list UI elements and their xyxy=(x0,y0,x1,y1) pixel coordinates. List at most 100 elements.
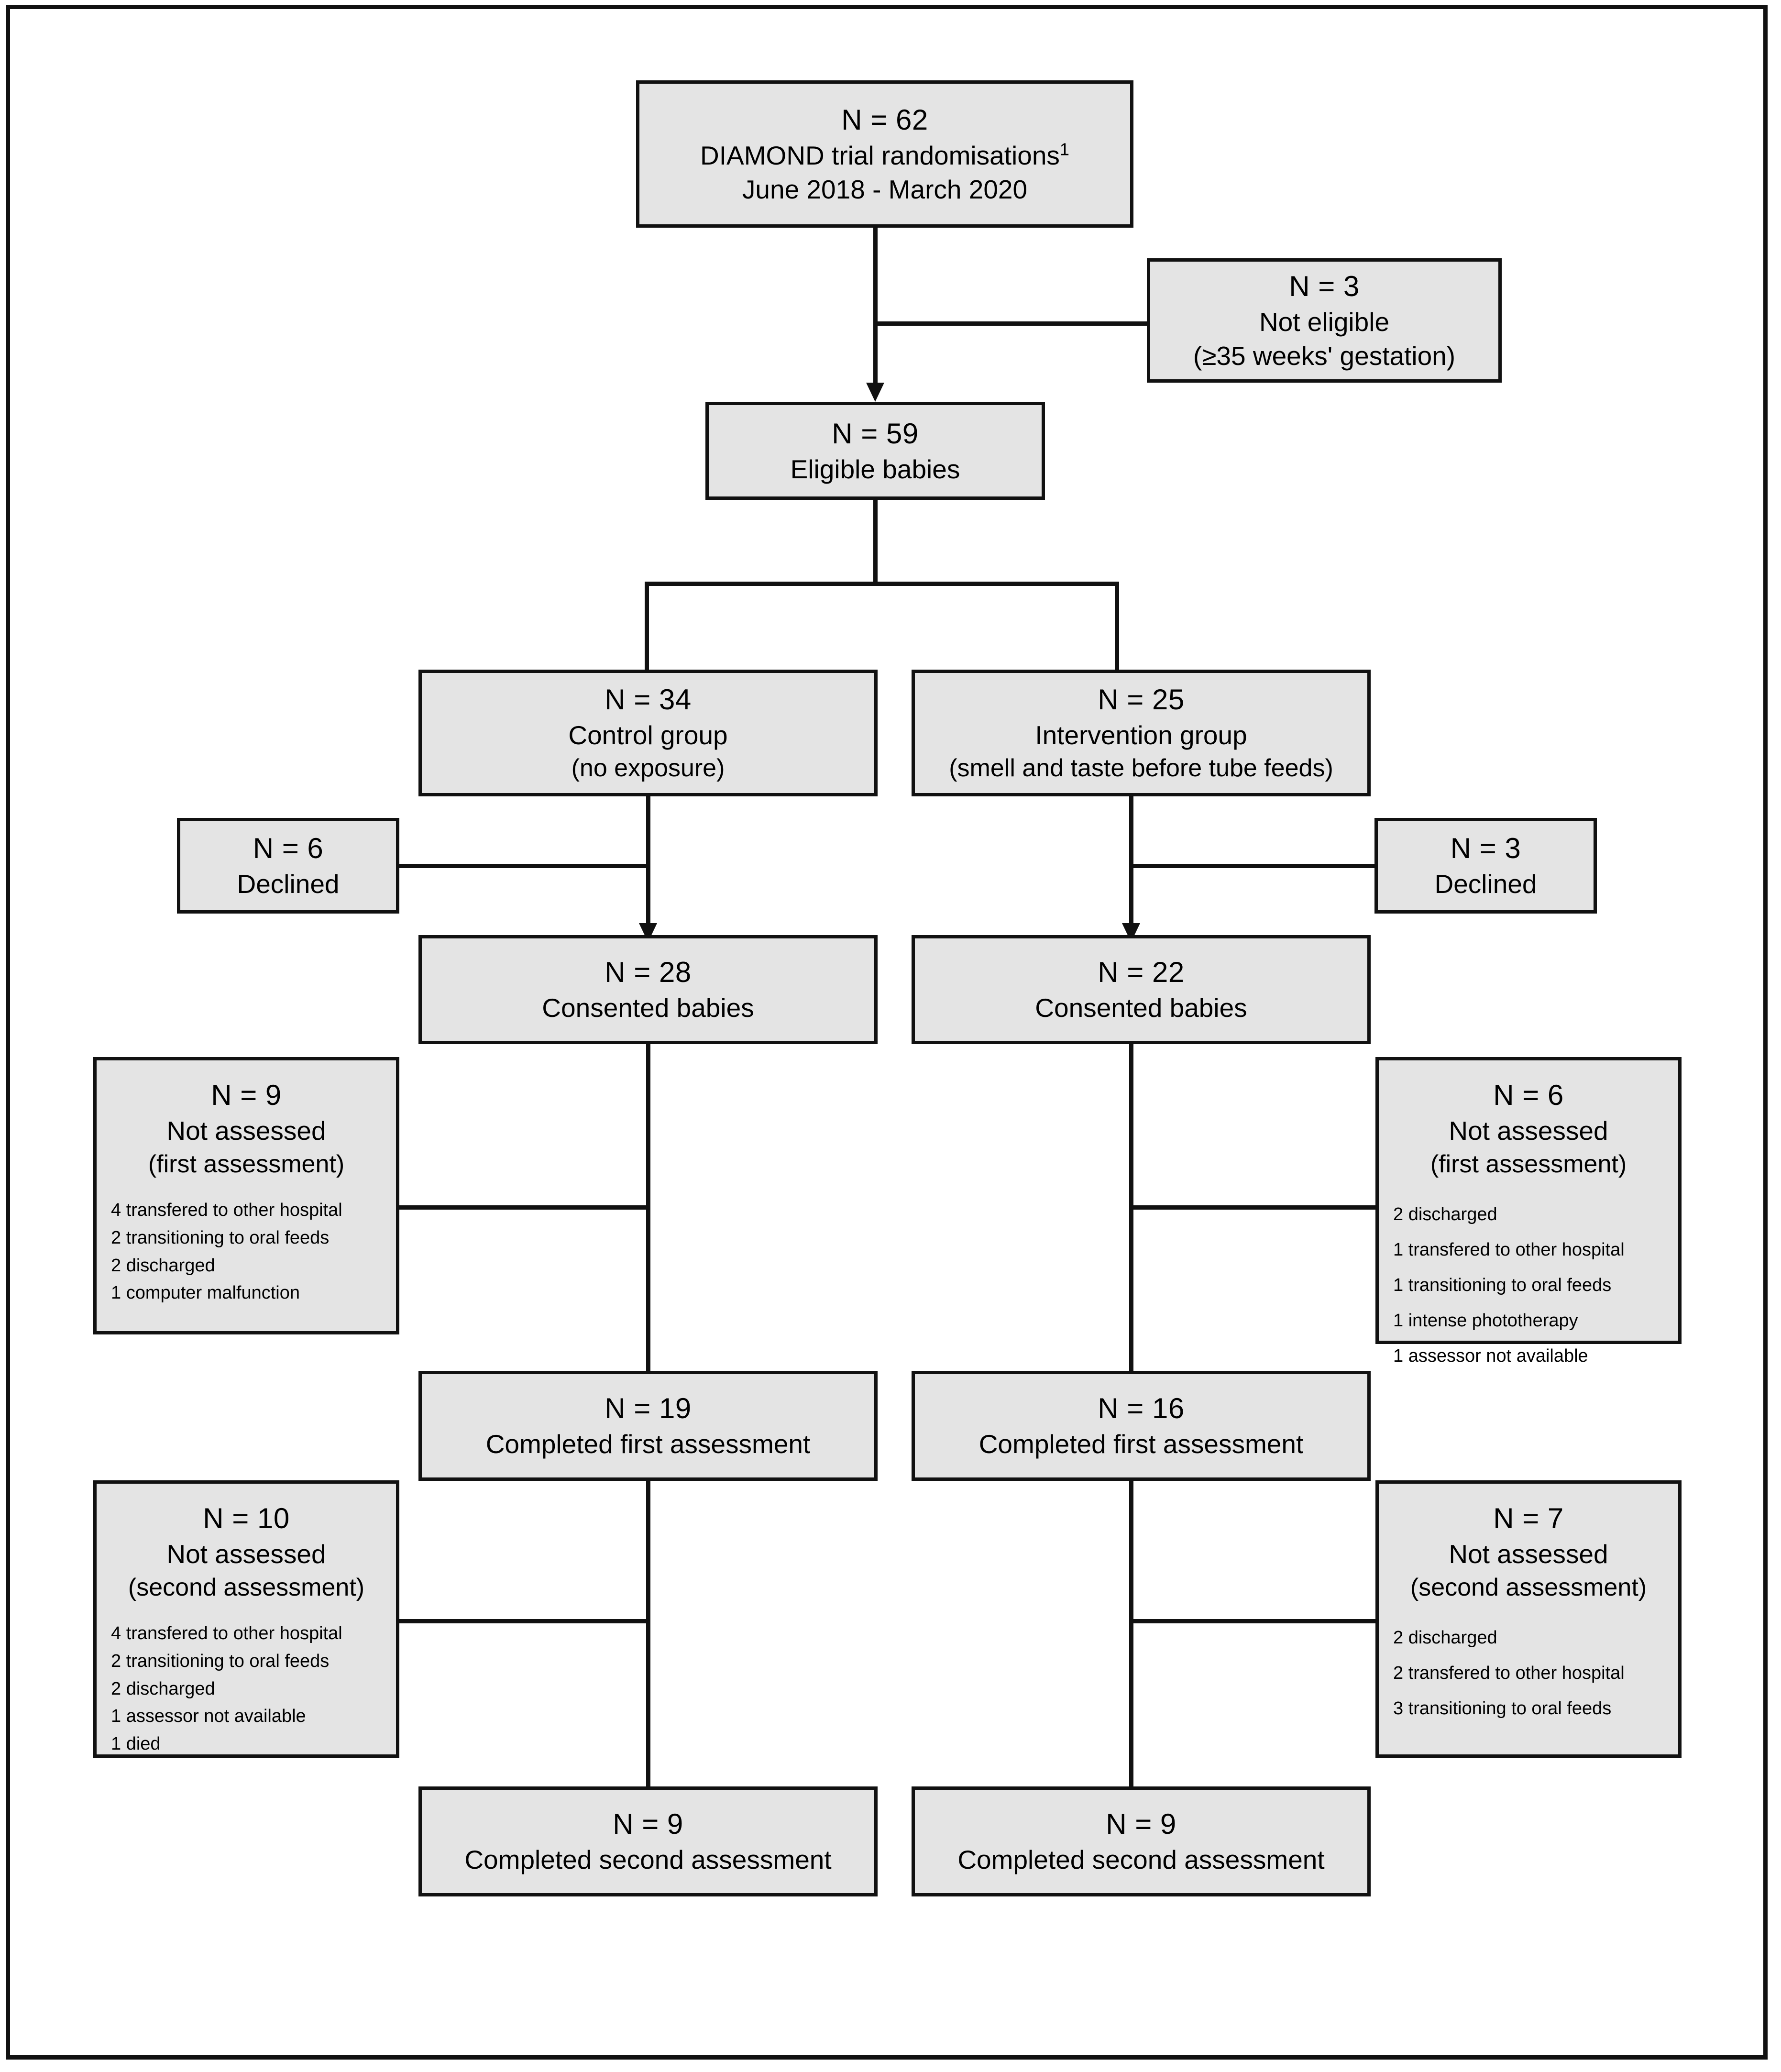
control-not-assessed-first-label: Not assessed xyxy=(166,1116,326,1146)
connector-eligible-split xyxy=(645,582,1119,586)
not-eligible-label: Not eligible xyxy=(1259,307,1390,337)
control-declined-label: Declined xyxy=(237,869,340,899)
reason-item: 2 discharged xyxy=(1393,1204,1497,1225)
reason-item: 1 assessor not available xyxy=(1393,1346,1588,1367)
control-group-label: Control group xyxy=(568,720,728,750)
randomised-dates: June 2018 - March 2020 xyxy=(742,175,1028,204)
reason-item: 3 transitioning to oral feeds xyxy=(1393,1698,1612,1719)
reason-item: 4 transfered to other hospital xyxy=(111,1200,342,1221)
reason-item: 1 transitioning to oral feeds xyxy=(1393,1275,1612,1296)
connector-intervention-not-assessed-first xyxy=(1132,1205,1377,1210)
connector-control-first-to-second xyxy=(646,1481,650,1806)
node-randomised: N = 62 DIAMOND trial randomisations1 Jun… xyxy=(636,80,1133,228)
node-control-completed-first: N = 19 Completed first assessment xyxy=(418,1371,878,1481)
control-not-assessed-first-header: N = 9 Not assessed (first assessment) xyxy=(97,1077,396,1180)
reason-item: 1 intense phototherapy xyxy=(1393,1311,1578,1331)
connector-control-not-assessed-first xyxy=(399,1205,648,1210)
connector-control-consented-to-first xyxy=(646,1044,650,1391)
connector-control-group-to-consented xyxy=(646,796,650,937)
connector-split-left xyxy=(645,582,649,706)
reason-item: 2 discharged xyxy=(111,1678,215,1699)
intervention-not-assessed-second-reasons: 2 discharged 2 transfered to other hospi… xyxy=(1379,1620,1678,1726)
control-group-detail: (no exposure) xyxy=(571,754,725,783)
node-intervention-completed-first: N = 16 Completed first assessment xyxy=(912,1371,1371,1481)
intervention-completed-first-label: Completed first assessment xyxy=(978,1429,1304,1459)
connector-to-not-eligible xyxy=(875,321,1150,326)
control-completed-first-count: N = 19 xyxy=(605,1392,692,1425)
connector-randomised-to-eligible xyxy=(873,228,878,396)
node-control-group: N = 34 Control group (no exposure) xyxy=(418,670,878,796)
node-intervention-not-assessed-second: N = 7 Not assessed (second assessment) 2… xyxy=(1375,1480,1682,1758)
intervention-group-label: Intervention group xyxy=(1035,720,1247,750)
intervention-completed-second-count: N = 9 xyxy=(1106,1808,1176,1841)
intervention-declined-label: Declined xyxy=(1434,869,1537,899)
figure-border xyxy=(6,5,1768,2060)
node-eligible: N = 59 Eligible babies xyxy=(705,402,1045,500)
node-control-not-assessed-first: N = 9 Not assessed (first assessment) 4 … xyxy=(93,1057,399,1334)
connector-intervention-group-to-consented xyxy=(1129,796,1133,937)
node-intervention-declined: N = 3 Declined xyxy=(1374,818,1597,914)
connector-intervention-not-assessed-second xyxy=(1132,1619,1377,1623)
eligible-count: N = 59 xyxy=(832,417,919,450)
intervention-not-assessed-second-count: N = 7 xyxy=(1493,1502,1564,1534)
node-not-eligible: N = 3 Not eligible (≥35 weeks' gestation… xyxy=(1147,258,1502,383)
node-intervention-consented: N = 22 Consented babies xyxy=(912,935,1371,1044)
node-intervention-group: N = 25 Intervention group (smell and tas… xyxy=(912,670,1371,796)
node-control-declined: N = 6 Declined xyxy=(177,818,399,914)
intervention-declined-count: N = 3 xyxy=(1450,832,1521,865)
intervention-consented-count: N = 22 xyxy=(1098,956,1185,989)
reason-item: 2 transitioning to oral feeds xyxy=(111,1651,330,1671)
intervention-not-assessed-second-header: N = 7 Not assessed (second assessment) xyxy=(1379,1500,1678,1604)
control-consented-label: Consented babies xyxy=(542,993,754,1023)
node-intervention-completed-second: N = 9 Completed second assessment xyxy=(912,1786,1371,1896)
node-control-completed-second: N = 9 Completed second assessment xyxy=(418,1786,878,1896)
control-not-assessed-first-stage: (first assessment) xyxy=(148,1150,345,1178)
reason-item: 2 transitioning to oral feeds xyxy=(111,1227,330,1248)
connector-intervention-declined xyxy=(1132,864,1376,868)
control-not-assessed-second-reasons: 4 transfered to other hospital 2 transit… xyxy=(97,1620,396,1758)
intervention-completed-second-label: Completed second assessment xyxy=(957,1845,1325,1875)
node-control-not-assessed-second: N = 10 Not assessed (second assessment) … xyxy=(93,1480,399,1758)
node-control-consented: N = 28 Consented babies xyxy=(418,935,878,1044)
control-completed-second-label: Completed second assessment xyxy=(464,1845,832,1875)
reason-item: 1 computer malfunction xyxy=(111,1283,300,1303)
not-eligible-criterion: (≥35 weeks' gestation) xyxy=(1193,341,1456,371)
reason-item: 2 discharged xyxy=(111,1255,215,1276)
control-not-assessed-first-reasons: 4 transfered to other hospital 2 transit… xyxy=(97,1197,396,1307)
control-not-assessed-first-count: N = 9 xyxy=(211,1079,282,1111)
connector-split-right xyxy=(1115,582,1119,706)
connector-control-not-assessed-second xyxy=(399,1619,648,1623)
control-group-count: N = 34 xyxy=(605,683,692,716)
arrowhead-eligible xyxy=(866,383,884,402)
connector-intervention-first-to-second xyxy=(1129,1481,1133,1806)
connector-intervention-consented-to-first xyxy=(1129,1044,1133,1391)
connector-eligible-stem xyxy=(873,500,878,584)
intervention-not-assessed-second-stage: (second assessment) xyxy=(1410,1573,1647,1601)
reason-item: 2 discharged xyxy=(1393,1628,1497,1648)
randomised-label: DIAMOND trial randomisations1 xyxy=(700,139,1069,170)
intervention-completed-first-count: N = 16 xyxy=(1098,1392,1185,1425)
intervention-group-count: N = 25 xyxy=(1098,683,1185,716)
intervention-not-assessed-second-label: Not assessed xyxy=(1449,1539,1608,1569)
control-not-assessed-second-label: Not assessed xyxy=(166,1539,326,1569)
intervention-not-assessed-first-count: N = 6 xyxy=(1493,1079,1564,1111)
control-not-assessed-second-header: N = 10 Not assessed (second assessment) xyxy=(97,1500,396,1604)
reason-item: 1 transfered to other hospital xyxy=(1393,1240,1625,1260)
not-eligible-count: N = 3 xyxy=(1289,270,1360,302)
reason-item: 2 transfered to other hospital xyxy=(1393,1663,1625,1684)
randomised-count: N = 62 xyxy=(841,103,928,136)
control-consented-count: N = 28 xyxy=(605,956,692,989)
intervention-not-assessed-first-stage: (first assessment) xyxy=(1430,1150,1627,1178)
connector-control-declined xyxy=(399,864,648,868)
control-not-assessed-second-count: N = 10 xyxy=(203,1502,290,1534)
node-intervention-not-assessed-first: N = 6 Not assessed (first assessment) 2 … xyxy=(1375,1057,1682,1366)
control-declined-count: N = 6 xyxy=(253,832,324,865)
intervention-not-assessed-first-header: N = 6 Not assessed (first assessment) xyxy=(1379,1077,1678,1180)
intervention-not-assessed-first-reasons: 2 discharged 1 transfered to other hospi… xyxy=(1379,1197,1678,1374)
intervention-consented-label: Consented babies xyxy=(1035,993,1247,1023)
reason-item: 1 assessor not available xyxy=(111,1706,306,1727)
eligible-label: Eligible babies xyxy=(790,454,960,484)
footnote-marker: 1 xyxy=(1059,139,1069,159)
reason-item: 1 died xyxy=(111,1734,161,1754)
